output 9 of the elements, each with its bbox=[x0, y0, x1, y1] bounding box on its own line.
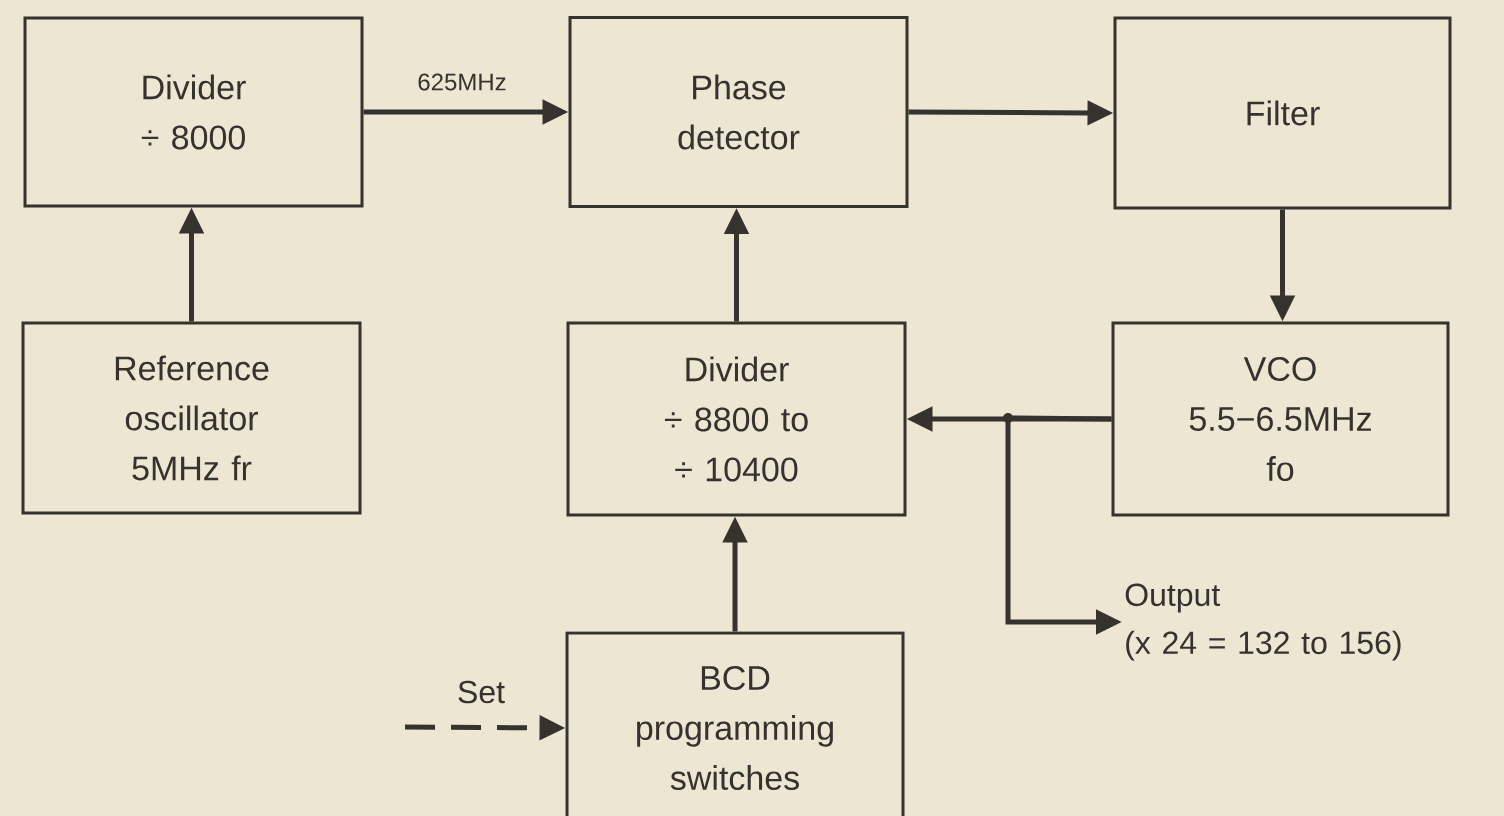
output-label: Output (x 24 = 132 to 156) bbox=[1125, 583, 1401, 661]
block-box: VCO 5.5−6.5MHz fo bbox=[1111, 321, 1450, 517]
edge-label: 625MHz bbox=[415, 71, 509, 93]
block-box: Divider ÷ 8800 to ÷ 10400 bbox=[566, 321, 907, 517]
block-box: Filter bbox=[1113, 16, 1452, 210]
block-box: Reference oscillator 5MHz fr bbox=[21, 321, 362, 515]
block-box: BCD programming switches bbox=[565, 631, 905, 816]
block-box: Divider ÷ 8000 bbox=[23, 16, 364, 208]
block-box: Phase detector bbox=[568, 16, 909, 208]
